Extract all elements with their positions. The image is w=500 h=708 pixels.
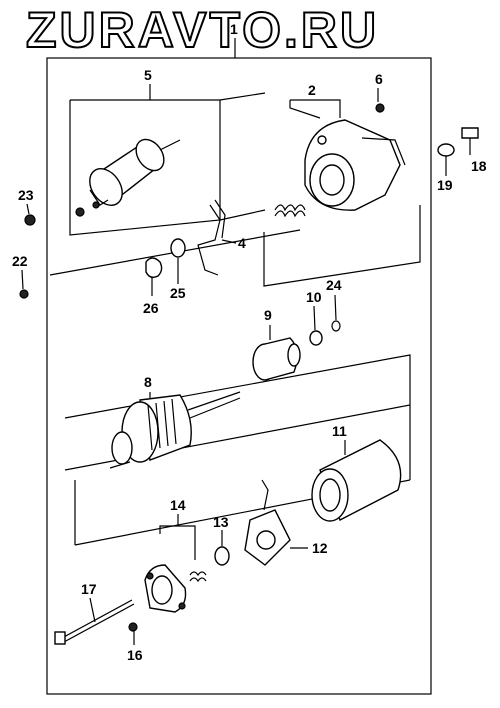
callout-23: 23 <box>18 187 34 203</box>
solenoid-group <box>69 84 221 236</box>
callout-26: 26 <box>143 300 159 316</box>
pinion-clutch-icon <box>252 325 301 381</box>
yoke-icon <box>311 439 402 522</box>
callout-18: 18 <box>471 158 487 174</box>
callout-8: 8 <box>144 374 152 390</box>
brush-holder-icon <box>244 479 308 566</box>
spring-icon <box>274 204 306 218</box>
front-housing-icon <box>304 119 406 211</box>
rear-cover-group <box>144 514 207 613</box>
nut-23-icon <box>24 203 36 226</box>
watermark-logo: ZURAVTO.RU <box>25 1 380 59</box>
plate-26-icon <box>145 257 163 296</box>
washer-10-icon <box>309 305 323 346</box>
washer-13-icon <box>214 530 230 566</box>
guide-line <box>219 92 266 101</box>
callout-4: 4 <box>238 235 246 251</box>
callout-25: 25 <box>170 285 186 301</box>
callout-17: 17 <box>81 581 97 597</box>
bushing-19-icon <box>437 143 455 176</box>
callout-24: 24 <box>326 277 342 293</box>
callout-19: 19 <box>437 177 453 193</box>
callout-22: 22 <box>12 253 28 269</box>
callout-14: 14 <box>170 497 186 513</box>
bolt-6-icon <box>375 88 385 113</box>
armature-group <box>64 354 411 546</box>
callout-2: 2 <box>308 82 316 98</box>
callout-11: 11 <box>332 423 347 439</box>
callout-16: 16 <box>127 647 143 663</box>
plate-25-icon <box>170 238 186 284</box>
armature-box-top <box>64 354 411 471</box>
bolt-18-icon <box>461 127 479 155</box>
callout-12: 12 <box>312 540 328 556</box>
ring-24-icon <box>331 294 341 332</box>
callout-10: 10 <box>306 289 322 305</box>
solenoid-icon <box>75 138 181 217</box>
leader-2b <box>290 99 341 118</box>
nut-22-icon <box>19 269 29 299</box>
screw-16-icon <box>128 622 138 645</box>
guide-line <box>219 209 266 221</box>
housing-box <box>263 205 421 287</box>
callout-1: 1 <box>230 21 238 37</box>
callout-6: 6 <box>375 71 383 87</box>
rear-cover-icon <box>144 564 187 613</box>
assembly-frame <box>46 57 432 695</box>
armature-icon <box>109 391 241 469</box>
callout-9: 9 <box>264 307 272 323</box>
leader-14 <box>159 525 196 560</box>
leader-2 <box>289 100 321 119</box>
front-housing-group <box>263 99 421 287</box>
through-bolt-17-icon <box>54 597 135 645</box>
shift-lever-icon <box>197 199 237 276</box>
callout-5: 5 <box>144 67 152 83</box>
spring-14-icon <box>189 571 207 583</box>
